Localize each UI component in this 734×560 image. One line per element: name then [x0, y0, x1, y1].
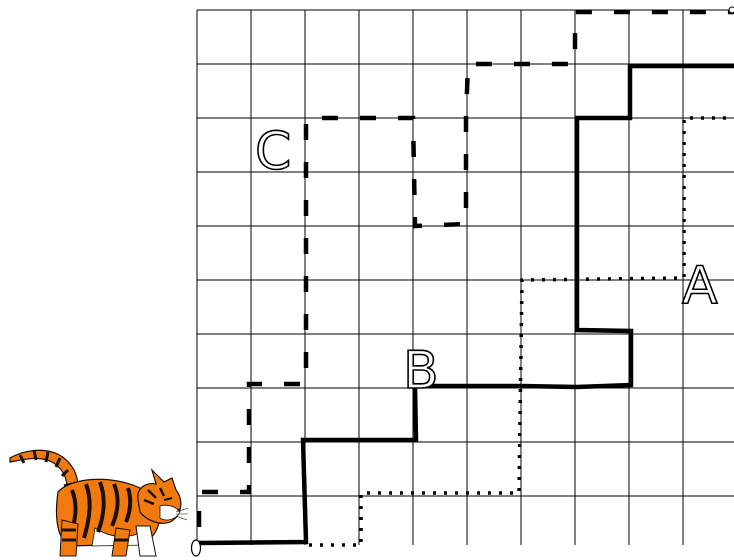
- end-marker-icon: [729, 7, 734, 13]
- label-b: B: [403, 341, 439, 401]
- cat-icon: [10, 450, 188, 556]
- label-a: A: [682, 256, 718, 316]
- label-c: C: [255, 122, 291, 182]
- start-marker-icon: [192, 540, 201, 556]
